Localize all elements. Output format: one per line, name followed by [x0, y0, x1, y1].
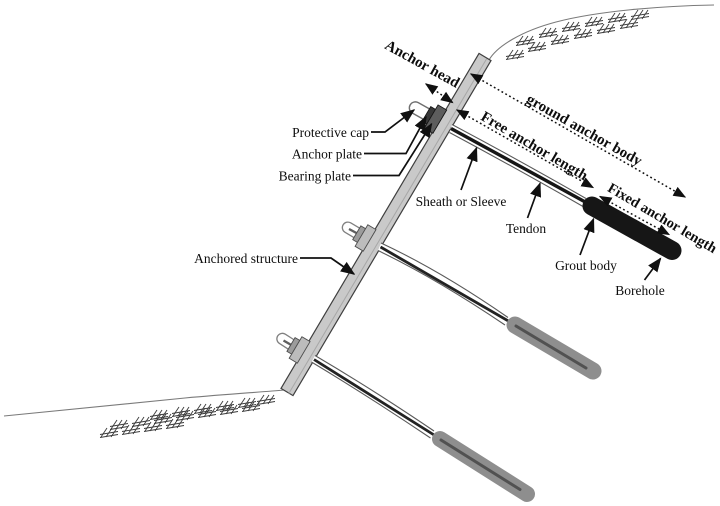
label-anchored-structure: Anchored structure — [194, 251, 298, 266]
label-grout-body: Grout body — [555, 258, 617, 273]
anchor-middle — [341, 221, 602, 380]
arrow-bearing-plate — [353, 122, 433, 177]
arrow-sheath — [460, 146, 478, 191]
sheath-edge — [314, 355, 435, 432]
bearing-plate-middle — [354, 224, 377, 252]
sheath-edge — [311, 361, 431, 439]
label-protective-cap: Protective cap — [292, 125, 369, 140]
bearing-plate-bottom — [288, 336, 311, 364]
label-bearing-plate: Bearing plate — [279, 169, 351, 184]
sheath-edge — [377, 250, 506, 326]
label-leaders — [300, 109, 662, 281]
dimension-lines — [424, 73, 687, 236]
tendon-bottom — [313, 358, 451, 447]
soil-hatch-lower — [99, 394, 276, 438]
label-anchor-head: Anchor head — [382, 37, 463, 91]
tendon-middle — [379, 245, 518, 328]
anchored-structure-wall — [280, 52, 492, 397]
arrow-anchored-structure — [300, 257, 356, 275]
ground-surface-upper — [488, 4, 715, 61]
grout-core-bottom — [439, 438, 522, 491]
sheath-edge — [380, 242, 509, 318]
dim-anchor-head — [424, 83, 454, 104]
label-sheath-or-sleeve: Sheath or Sleeve — [416, 194, 507, 209]
grout-core-middle — [514, 324, 588, 370]
arrow-tendon — [526, 182, 542, 219]
anchor-bottom — [276, 332, 535, 502]
label-borehole: Borehole — [615, 283, 665, 298]
arrow-anchor-plate — [364, 115, 427, 155]
arrow-grout-body — [579, 217, 595, 256]
arrow-protective-cap — [371, 109, 416, 133]
wall-edge-highlight — [288, 58, 487, 395]
label-tendon: Tendon — [506, 221, 547, 236]
ground-surface-lower — [3, 389, 285, 417]
label-anchor-plate: Anchor plate — [292, 147, 362, 162]
arrow-borehole — [643, 257, 662, 281]
